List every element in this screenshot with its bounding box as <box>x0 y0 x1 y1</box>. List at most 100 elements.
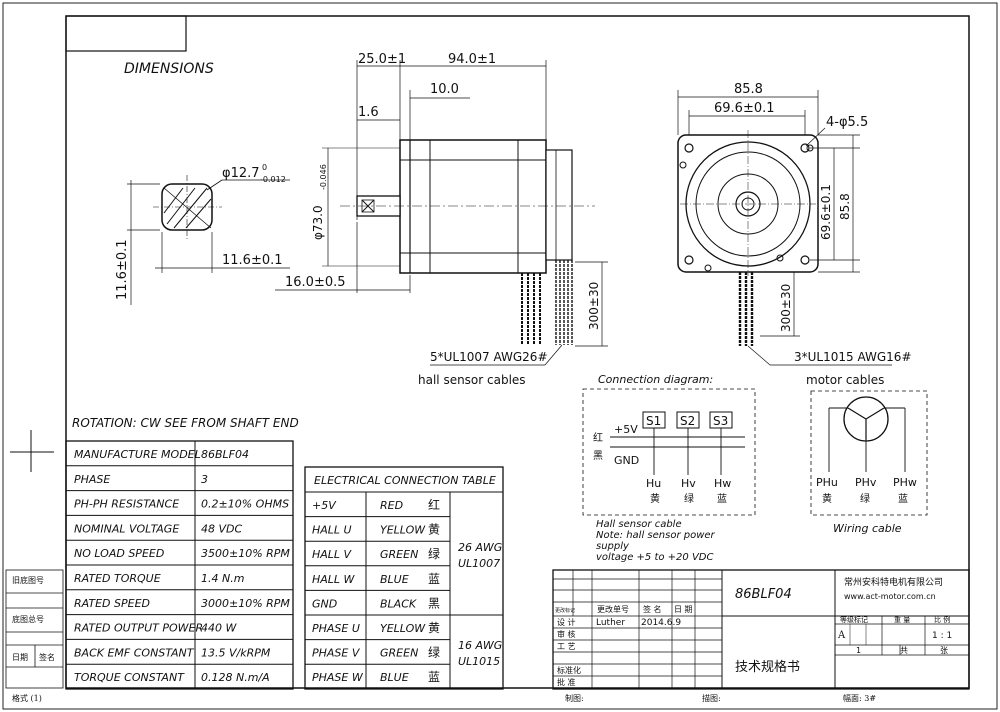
spec-value: 1.4 N.m <box>201 572 244 585</box>
note-line2: Note: hall sensor power <box>596 530 716 541</box>
hv-cn: 绿 <box>684 492 694 505</box>
spec-label: RATED SPEED <box>74 597 150 610</box>
tb-design: 设 计 <box>557 617 576 627</box>
elec-color-cn: 黄 <box>428 621 440 635</box>
hole-spec: 4-φ5.5 <box>826 115 868 130</box>
front-dim-85-side: 85.8 <box>838 193 852 220</box>
elec-signal: +5V <box>312 499 337 512</box>
phw-label: PHw <box>893 476 917 489</box>
wiring-caption: Wiring cable <box>833 522 902 535</box>
hall-spec: 5*UL1007 AWG26# <box>430 350 548 364</box>
tb-change-no: 更改单号 <box>597 604 629 614</box>
spec-value: 0.128 N.m/A <box>201 671 270 684</box>
spec-label: MANUFACTURE MODEL <box>74 448 201 461</box>
tb-ratio: 1 : 1 <box>932 631 952 641</box>
elec-color-cn: 蓝 <box>428 572 440 586</box>
base-drawing-no: 底图总号 <box>12 614 44 624</box>
shaft-dia-tol-dn: -0.012 <box>260 175 286 184</box>
shaft-height-label: 11.6±0.1 <box>115 239 130 300</box>
tb-date: 日 期 <box>674 605 693 614</box>
tb-sheets: 张 <box>940 646 948 655</box>
tb-approve: 批 准 <box>557 677 576 687</box>
elec-signal: PHASE W <box>312 671 364 684</box>
footer-drawn: 制图: <box>565 693 584 703</box>
spec-value: 3500±10% RPM <box>201 547 290 560</box>
rotation-note: ROTATION: CW SEE FROM SHAFT END <box>72 416 299 430</box>
inner-border <box>65 15 970 689</box>
elec-table: ELECTRICAL CONNECTION TABLE +5V RED 红 HALL … <box>304 466 504 690</box>
dim-1-6: 1.6 <box>358 105 379 120</box>
tb-designer: Luther <box>596 618 625 628</box>
tb-doc-title: 技术规格书 <box>735 659 800 675</box>
conn-title: Connection diagram: <box>598 373 713 386</box>
tb-standard: 标准化 <box>557 665 581 675</box>
group1-ul: UL1007 <box>458 557 500 570</box>
s2-label: S2 <box>680 414 695 428</box>
corner-box <box>65 15 187 52</box>
tb-total: 共 <box>900 646 908 655</box>
elec-signal: PHASE U <box>312 622 360 635</box>
group2-ul: UL1015 <box>458 655 500 668</box>
elec-signal: HALL V <box>312 548 353 561</box>
gnd-label: GND <box>614 454 639 467</box>
elec-signal: HALL U <box>312 524 352 537</box>
phv-cn: 绿 <box>860 492 870 505</box>
motor-spec: 3*UL1015 AWG16# <box>794 350 912 364</box>
spec-label: NO LOAD SPEED <box>74 547 164 560</box>
shaft-dia-label: φ12.7 <box>222 166 260 181</box>
elec-color: YELLOW <box>380 524 426 537</box>
shaft-section: φ12.7 0 -0.012 11.6±0.1 11.6±0.1 <box>115 163 290 305</box>
elec-color-cn: 黑 <box>428 596 440 610</box>
elec-color: RED <box>380 499 403 512</box>
elec-table-title: ELECTRICAL CONNECTION TABLE <box>314 474 496 487</box>
tb-scale: 比 例 <box>934 615 950 624</box>
hw-label: Hw <box>714 477 731 490</box>
elec-color-cn: 绿 <box>428 546 440 561</box>
spec-value: 48 VDC <box>201 522 242 535</box>
elec-color: BLUE <box>380 671 409 684</box>
tb-process: 工 艺 <box>557 642 576 651</box>
elec-color-cn: 红 <box>428 497 440 512</box>
dim-10: 10.0 <box>430 82 459 97</box>
elec-color: GREEN <box>380 647 418 660</box>
note-line3: supply <box>596 541 630 552</box>
v5-label: +5V <box>614 423 638 436</box>
s1-label: S1 <box>646 414 661 428</box>
front-dim-85-top: 85.8 <box>734 82 763 97</box>
motor-label: motor cables <box>806 373 884 387</box>
front-dim-69-top: 69.6±0.1 <box>714 101 775 116</box>
title-block: 更改标记 更改单号 签 名 日 期 设 计 Luther 2014.6.9 审 … <box>552 569 970 690</box>
hw-cn: 蓝 <box>717 493 727 505</box>
tb-mark: 更改标记 <box>555 607 575 614</box>
note-line4: voltage +5 to +20 VDC <box>596 552 714 563</box>
front-dim-69-side: 69.6±0.1 <box>819 184 833 240</box>
s3-label: S3 <box>713 414 728 428</box>
tb-sign: 签 名 <box>643 604 662 614</box>
spec-value: 13.5 V/kRPM <box>201 646 271 659</box>
spec-label: PHASE <box>74 473 110 486</box>
hall-label: hall sensor cables <box>418 373 526 387</box>
spec-label: TORQUE CONSTANT <box>74 671 185 684</box>
tb-company: 常州安科特电机有限公司 <box>844 576 943 588</box>
spec-label: NOMINAL VOLTAGE <box>74 522 179 535</box>
margin-date: 日期 <box>12 653 28 662</box>
spec-value: 86BLF04 <box>201 448 249 461</box>
elec-color: GREEN <box>380 548 418 561</box>
elec-color-cn: 蓝 <box>428 670 440 684</box>
tb-website: www.act-motor.com.cn <box>844 592 936 601</box>
elec-color: BLACK <box>380 597 417 610</box>
spec-value: 440 W <box>201 622 237 635</box>
spec-value: 0.2±10% OHMS <box>201 498 289 511</box>
spec-label: RATED OUTPUT POWER <box>74 622 203 635</box>
tb-weight: 重 量 <box>894 616 910 624</box>
elec-signal: PHASE V <box>312 647 361 660</box>
motor-side-view: 25.0±1 94.0±1 10.0 1.6 φ73.0 -0.046 16.0… <box>275 52 608 387</box>
tb-design-date: 2014.6.9 <box>641 618 681 628</box>
phu-label: PHu <box>816 476 838 489</box>
note-line1: Hall sensor cable <box>596 519 682 530</box>
hu-cn: 黄 <box>650 492 660 505</box>
tb-model: 86BLF04 <box>735 587 792 602</box>
